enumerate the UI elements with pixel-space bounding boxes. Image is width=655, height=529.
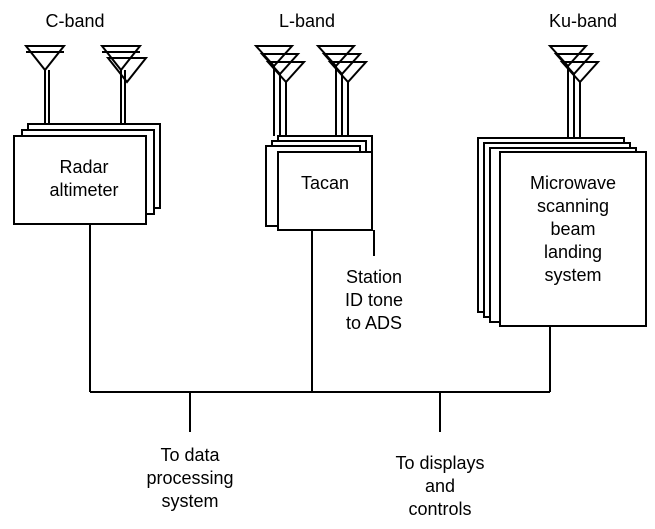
mls-label: Microwave scanning beam landing system	[529, 173, 617, 285]
tacan-label: Tacan	[300, 173, 350, 193]
ku-band-label: Ku-band	[548, 11, 618, 31]
l-band-antenna-left	[253, 45, 307, 136]
c-band-antenna-right	[99, 45, 149, 124]
mls-box-front	[499, 151, 647, 327]
station-id-note: Station ID tone to ADS	[344, 267, 404, 333]
to-displays-label: To displays and controls	[395, 453, 485, 519]
radar-box-front	[13, 135, 147, 225]
c-band-antenna-left	[23, 45, 67, 124]
tacan-box-front	[277, 151, 373, 231]
ku-band-antenna	[547, 45, 601, 138]
l-band-label: L-band	[278, 11, 336, 31]
c-band-label: C-band	[45, 11, 105, 31]
radar-altimeter-label: Radar altimeter	[49, 157, 119, 200]
l-band-antenna-right	[315, 45, 369, 136]
to-data-processing-label: To data processing system	[146, 445, 234, 511]
